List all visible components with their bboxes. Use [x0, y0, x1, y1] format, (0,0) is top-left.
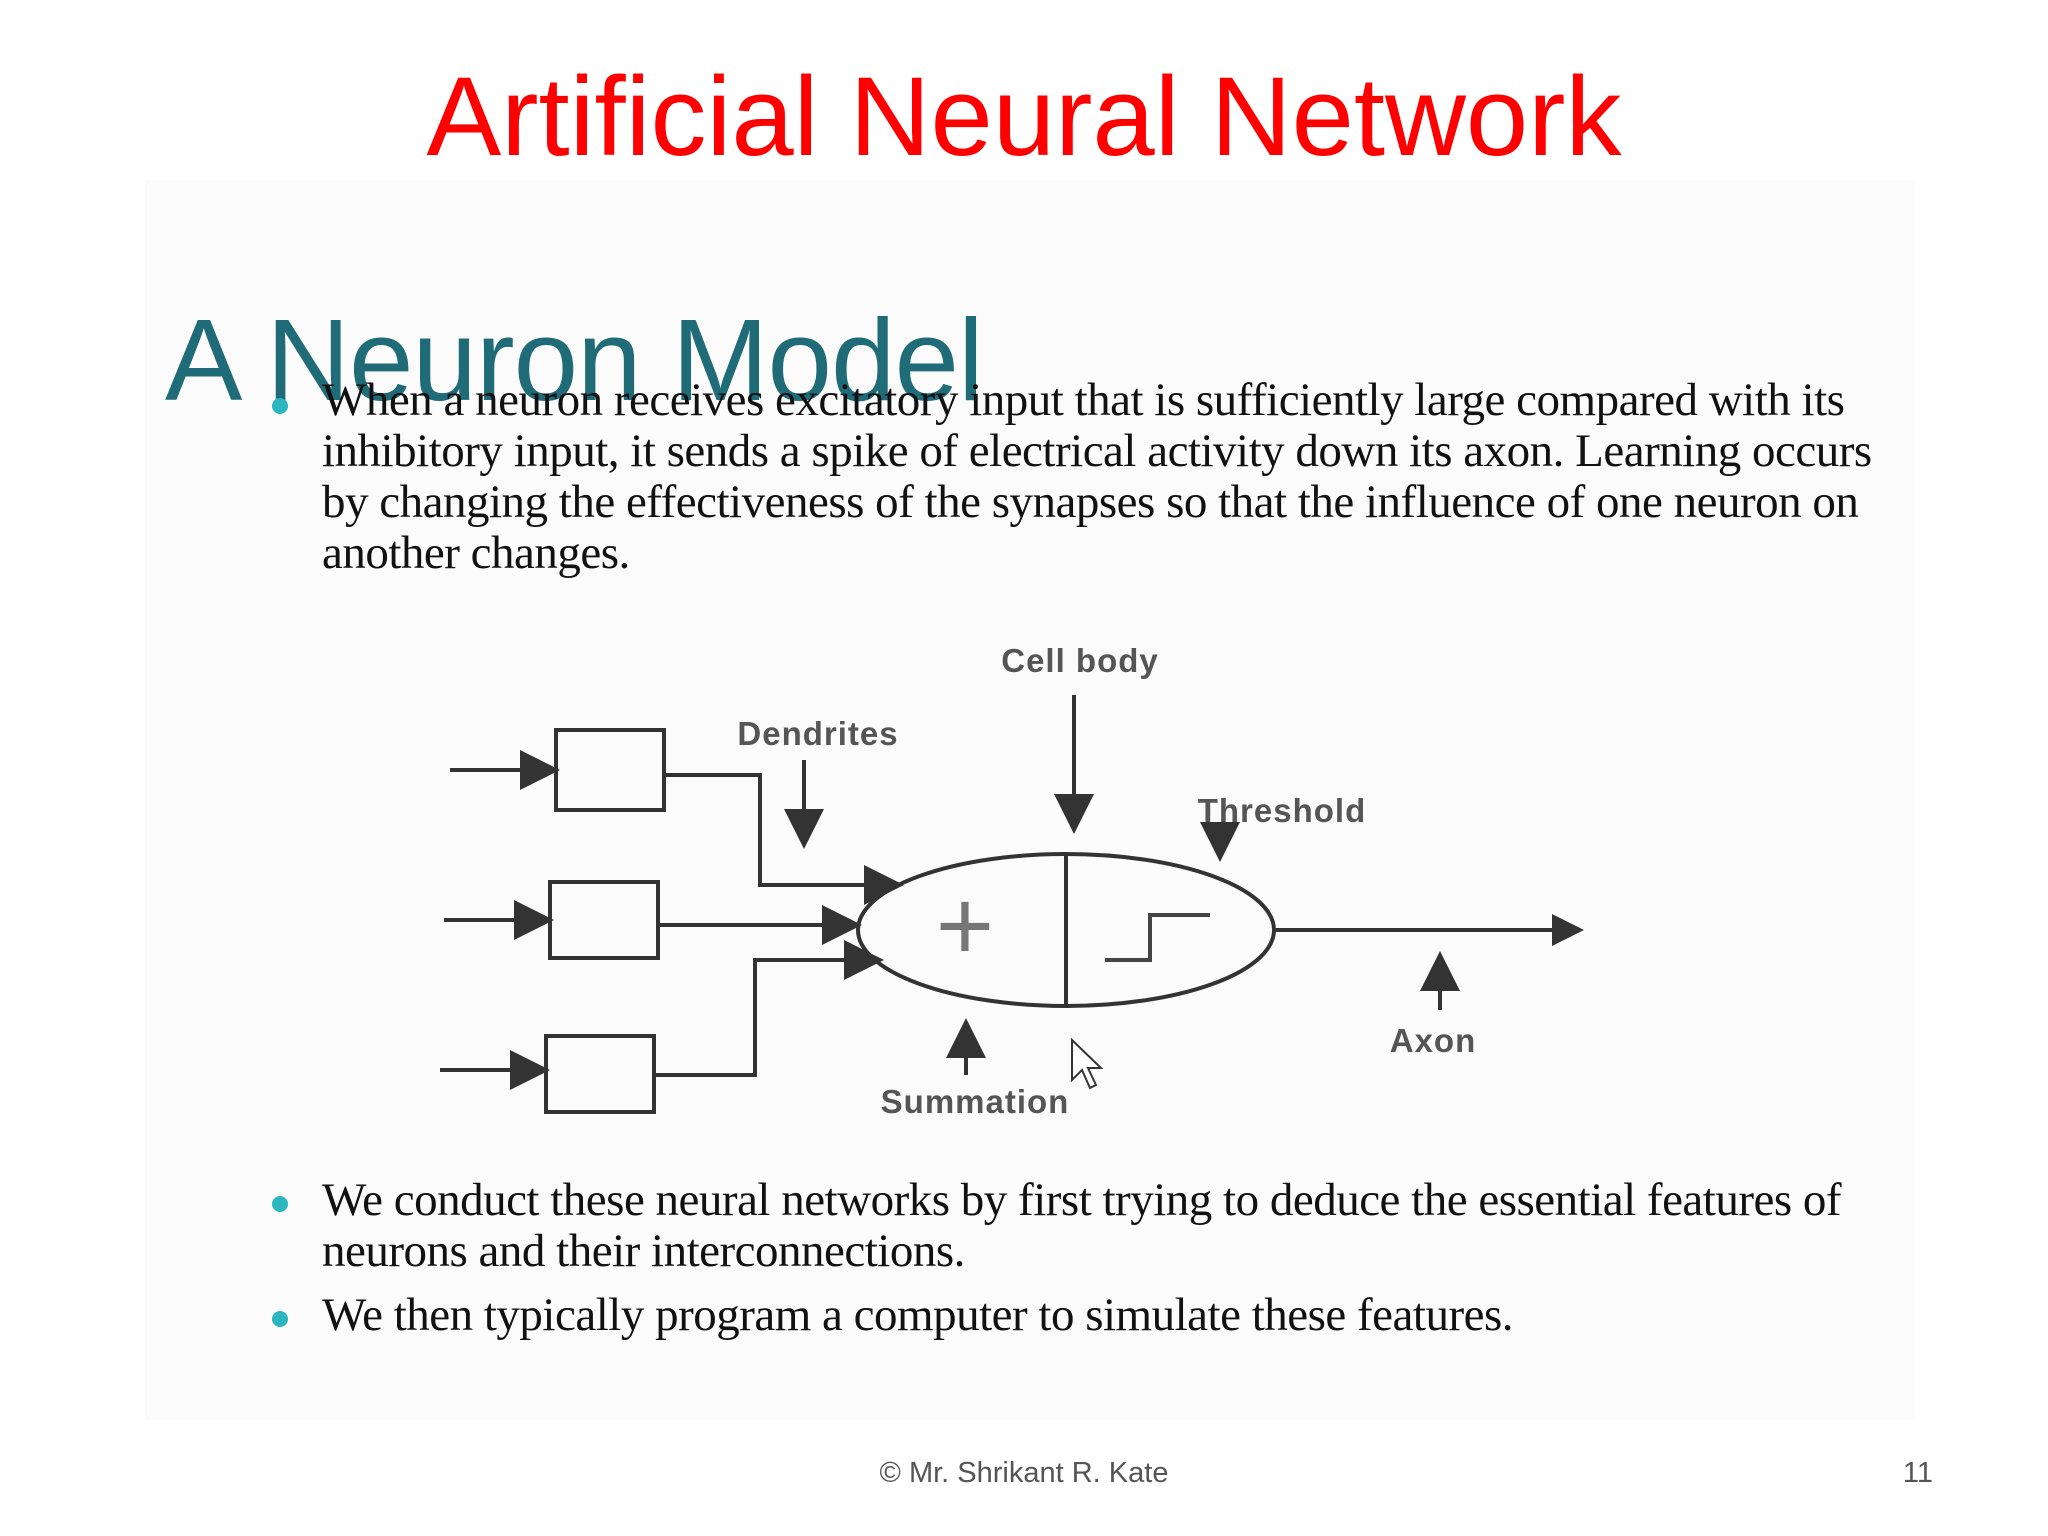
dendrite-line-1: [664, 773, 904, 905]
weight-box-3: [544, 1034, 656, 1114]
bullet-dot-1: [272, 398, 288, 414]
paragraph-program-computer: We then typically program a computer to …: [322, 1289, 1514, 1341]
label-summation: Summation: [881, 1083, 1070, 1120]
bullet-dot-2: [272, 1196, 288, 1212]
summation-plus-sign: +: [936, 870, 994, 982]
label-dendrites: Dendrites: [737, 715, 898, 752]
paragraph-neuron-spike: When a neuron receives excitatory input …: [322, 374, 1872, 579]
input-arrows: [440, 750, 560, 1090]
bullet-dot-3: [272, 1311, 288, 1327]
embedded-slide-image: [145, 180, 1915, 1420]
dendrite-line-3: [654, 940, 884, 1077]
weight-boxes: [544, 728, 666, 1114]
label-cell-body: Cell body: [1001, 642, 1159, 679]
threshold-step-icon: [1105, 913, 1210, 962]
mouse-pointer-icon: [1071, 1037, 1104, 1090]
slide-title: Artificial Neural Network: [426, 54, 1622, 179]
weight-box-2: [548, 880, 660, 960]
inner-heading: A Neuron Model: [165, 295, 984, 425]
paragraph-conduct-networks: We conduct these neural networks by firs…: [322, 1174, 1842, 1277]
footer-copyright: © Mr. Shrikant R. Kate: [879, 1457, 1169, 1489]
dendrite-lines: [654, 773, 904, 1077]
label-axon: Axon: [1390, 1022, 1477, 1059]
footer-page-number: 11: [1902, 1457, 1933, 1489]
label-threshold: Threshold: [1198, 792, 1367, 829]
weight-box-1: [554, 728, 666, 812]
